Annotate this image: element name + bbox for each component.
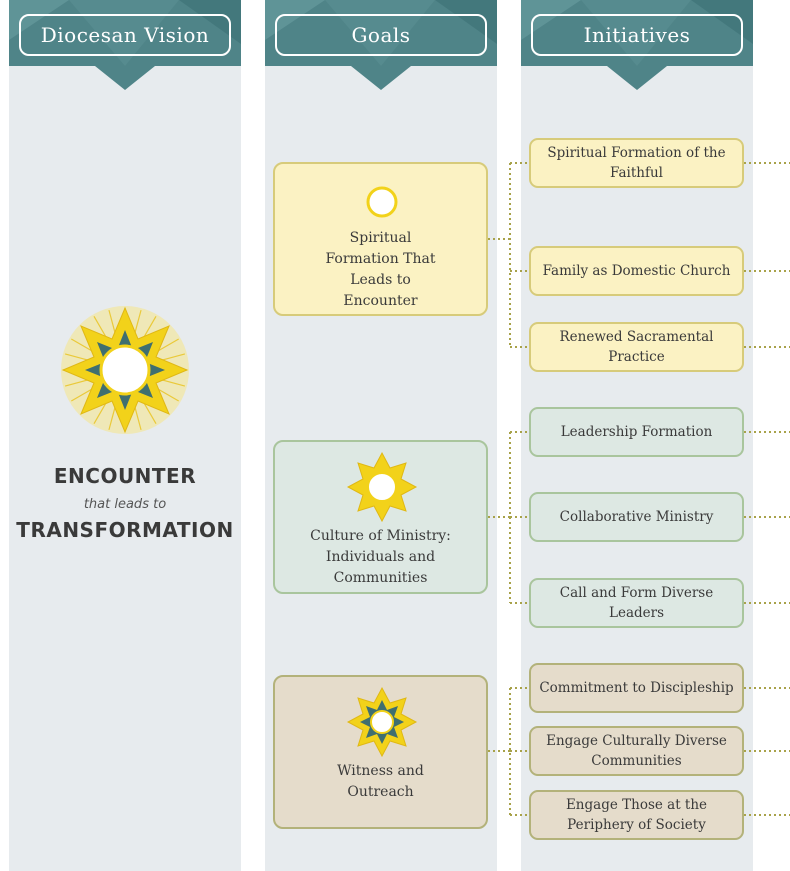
vision-header: Diocesan Vision: [9, 0, 241, 90]
vision-header-banner: [9, 0, 241, 90]
initiative-box: Leadership Formation: [529, 407, 744, 457]
goal-label: Culture of Ministry: Individuals and Com…: [310, 528, 451, 586]
vision-title: Diocesan Vision: [19, 14, 231, 56]
goal-label: Spiritual Formation That Leads to Encoun…: [325, 230, 436, 309]
goals-header: Goals: [265, 0, 497, 90]
goals-title: Goals: [275, 14, 487, 56]
initiative-box: Collaborative Ministry: [529, 492, 744, 542]
goals-header-banner: [265, 0, 497, 90]
initiative-box: Renewed Sacramental Practice: [529, 322, 744, 372]
initiative-box: Commitment to Discipleship: [529, 663, 744, 713]
vision-line-transformation: TRANSFORMATION: [16, 518, 234, 542]
star-icon: [346, 686, 418, 758]
goal-spiritual-formation: Spiritual Formation That Leads to Encoun…: [273, 162, 488, 316]
initiative-box: Engage Culturally Diverse Communities: [529, 726, 744, 776]
sun-icon: [346, 451, 418, 523]
initiative-box: Spiritual Formation of the Faithful: [529, 138, 744, 188]
goal-culture-of-ministry: Culture of Ministry: Individuals and Com…: [273, 440, 488, 594]
ring-icon: [366, 186, 398, 218]
initiatives-title: Initiatives: [531, 14, 743, 56]
initiative-box: Engage Those at the Periphery of Society: [529, 790, 744, 840]
vision-column: [9, 0, 241, 871]
vision-line-that-leads-to: that leads to: [83, 497, 167, 512]
goal-witness-outreach: Witness and Outreach: [273, 675, 488, 829]
initiatives-header-banner: [521, 0, 753, 90]
vision-line-encounter: ENCOUNTER: [53, 464, 197, 488]
goal-label: Witness and Outreach: [337, 763, 424, 800]
initiative-box: Family as Domestic Church: [529, 246, 744, 296]
initiative-box: Call and Form Diverse Leaders: [529, 578, 744, 628]
initiatives-header: Initiatives: [521, 0, 753, 90]
